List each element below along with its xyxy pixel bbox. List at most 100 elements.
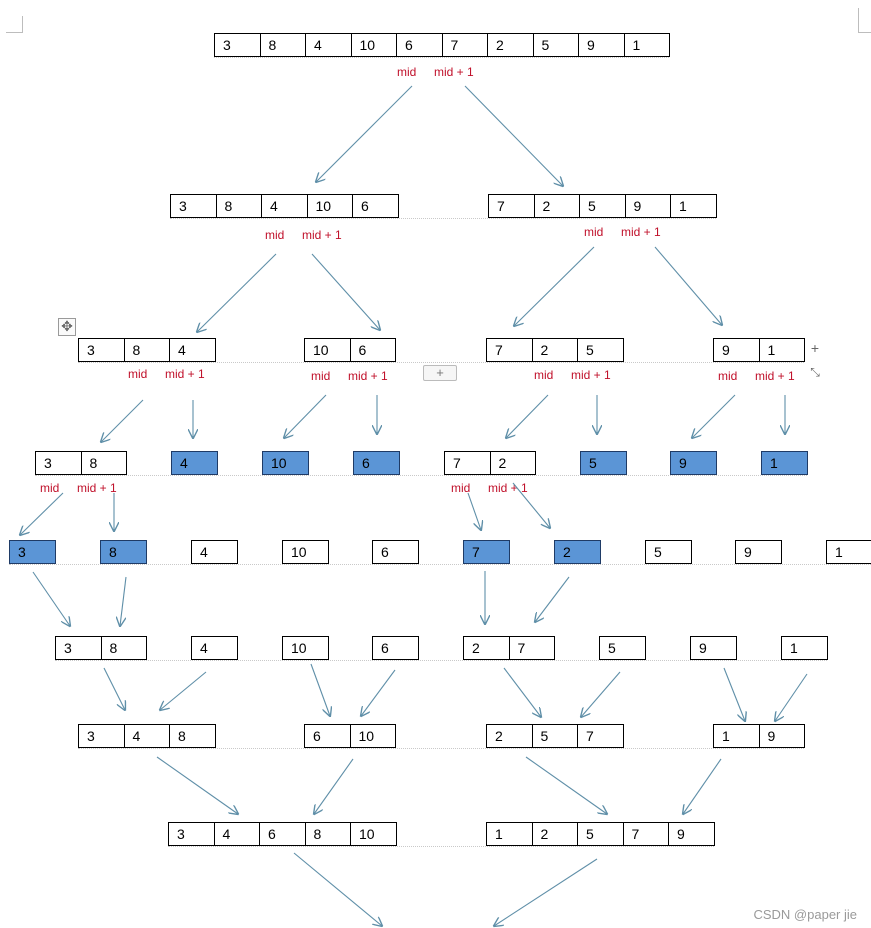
mid-plus-one-label: mid + 1 bbox=[348, 369, 388, 383]
array-cell: 2 bbox=[487, 33, 534, 57]
flow-arrow bbox=[775, 673, 808, 721]
mid-plus-one-label: mid + 1 bbox=[77, 481, 117, 495]
flow-arrow bbox=[467, 492, 481, 530]
array-cell: 10 bbox=[349, 724, 396, 748]
flow-arrow bbox=[156, 756, 238, 814]
add-column-button[interactable]: + bbox=[810, 340, 820, 356]
array-cell: 1 bbox=[826, 540, 871, 564]
mid-label: mid bbox=[265, 228, 285, 242]
array-cell: 8 bbox=[123, 338, 170, 362]
array-cell: 9 bbox=[758, 724, 805, 748]
array-cell: 4 bbox=[261, 194, 308, 218]
array-cell: 9 bbox=[690, 636, 737, 660]
flow-arrow bbox=[723, 667, 745, 721]
flow-arrow bbox=[314, 758, 354, 814]
array-cell: 1 bbox=[670, 194, 717, 218]
array-cell: 10 bbox=[306, 194, 353, 218]
flow-arrow bbox=[525, 756, 607, 814]
array-cell: 7 bbox=[441, 33, 488, 57]
array-cell: 2 bbox=[533, 194, 580, 218]
flow-arrow bbox=[506, 394, 549, 438]
array-cell: 1 bbox=[486, 822, 533, 846]
array-cell: 4 bbox=[305, 33, 352, 57]
mid-label: mid bbox=[534, 368, 554, 382]
array-cell: 3 bbox=[170, 194, 217, 218]
add-row-button[interactable]: + bbox=[423, 365, 457, 381]
flow-arrow bbox=[514, 246, 595, 326]
table-gridline bbox=[170, 218, 716, 219]
array-cell: 1 bbox=[758, 338, 805, 362]
array-cell: 4 bbox=[191, 636, 238, 660]
flow-arrow bbox=[581, 671, 621, 717]
flow-arrow bbox=[361, 669, 396, 716]
array-cell: 6 bbox=[396, 33, 443, 57]
mid-label: mid bbox=[584, 225, 604, 239]
flow-arrow bbox=[316, 85, 413, 182]
flow-arrow bbox=[293, 852, 382, 926]
array-cell: 4 bbox=[191, 540, 238, 564]
array-cell: 6 bbox=[372, 540, 419, 564]
array-cell: 9 bbox=[668, 822, 715, 846]
flow-arrow bbox=[160, 671, 207, 710]
array-cell: 7 bbox=[463, 540, 510, 564]
mid-plus-one-label: mid + 1 bbox=[571, 368, 611, 382]
array-cell: 10 bbox=[304, 338, 351, 362]
array-cell: 7 bbox=[577, 724, 624, 748]
flow-arrow bbox=[310, 663, 330, 716]
table-gridline bbox=[214, 57, 669, 58]
mid-label: mid bbox=[40, 481, 60, 495]
table-gridline bbox=[35, 475, 807, 476]
flow-arrow bbox=[20, 492, 64, 535]
flow-arrow bbox=[654, 246, 722, 325]
array-cell: 5 bbox=[531, 724, 578, 748]
array-cell: 8 bbox=[259, 33, 306, 57]
page-corner-top-left bbox=[6, 16, 23, 33]
table-gridline bbox=[78, 362, 804, 363]
array-cell: 9 bbox=[670, 451, 717, 475]
array-cell: 8 bbox=[100, 540, 147, 564]
array-cell: 7 bbox=[486, 338, 533, 362]
table-gridline bbox=[168, 846, 714, 847]
array-cell: 2 bbox=[531, 822, 578, 846]
array-cell: 7 bbox=[508, 636, 555, 660]
array-cell: 8 bbox=[215, 194, 262, 218]
flow-arrow bbox=[494, 858, 598, 926]
array-cell: 1 bbox=[761, 451, 808, 475]
array-cell: 5 bbox=[577, 822, 624, 846]
array-cell: 3 bbox=[168, 822, 215, 846]
array-cell: 8 bbox=[100, 636, 147, 660]
mid-plus-one-label: mid + 1 bbox=[755, 369, 795, 383]
array-cell: 1 bbox=[781, 636, 828, 660]
flow-arrow bbox=[503, 667, 541, 717]
array-cell: 4 bbox=[169, 338, 216, 362]
flow-arrow bbox=[692, 394, 736, 438]
flow-arrow bbox=[32, 571, 70, 626]
array-cell: 5 bbox=[577, 338, 624, 362]
mid-label: mid bbox=[311, 369, 331, 383]
page-corner-top-right bbox=[858, 8, 871, 33]
flow-arrow bbox=[101, 399, 144, 442]
array-cell: 8 bbox=[80, 451, 127, 475]
array-cell: 8 bbox=[169, 724, 216, 748]
array-cell: 7 bbox=[622, 822, 669, 846]
array-cell: 10 bbox=[282, 540, 329, 564]
mid-plus-one-label: mid + 1 bbox=[621, 225, 661, 239]
flow-arrow bbox=[103, 667, 125, 710]
array-cell: 5 bbox=[532, 33, 579, 57]
array-cell: 4 bbox=[213, 822, 260, 846]
table-resize-icon[interactable]: ⤡ bbox=[810, 365, 820, 379]
flow-arrow bbox=[284, 394, 327, 438]
mid-label: mid bbox=[718, 369, 738, 383]
flow-arrow bbox=[535, 576, 570, 622]
array-cell: 2 bbox=[486, 724, 533, 748]
array-cell: 2 bbox=[463, 636, 510, 660]
array-cell: 1 bbox=[713, 724, 760, 748]
array-cell: 1 bbox=[623, 33, 670, 57]
array-cell: 5 bbox=[579, 194, 626, 218]
array-cell: 10 bbox=[350, 822, 397, 846]
array-cell: 5 bbox=[599, 636, 646, 660]
table-move-handle-icon[interactable]: ✥ bbox=[58, 318, 76, 336]
array-cell: 4 bbox=[171, 451, 218, 475]
array-cell: 3 bbox=[78, 338, 125, 362]
